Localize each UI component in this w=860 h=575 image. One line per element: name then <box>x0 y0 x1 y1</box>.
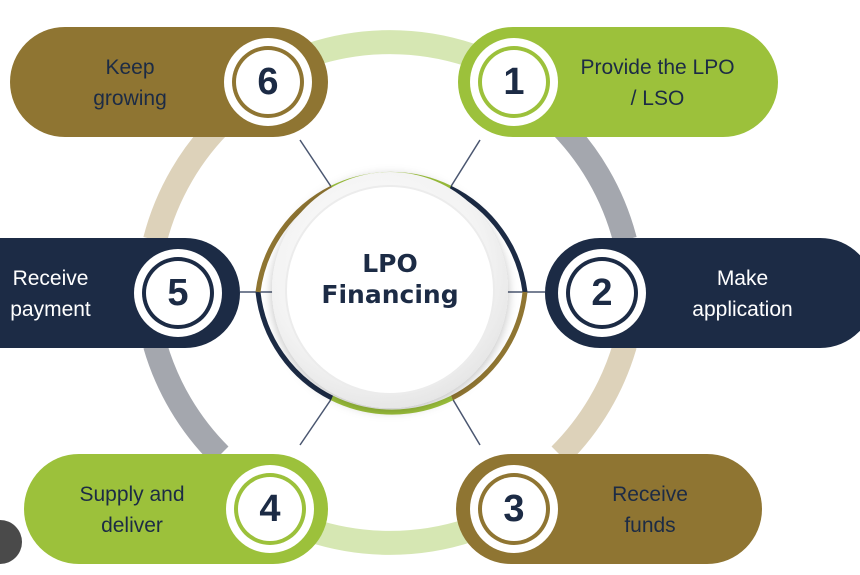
step-6-pill <box>10 27 328 137</box>
ring-segment-top <box>306 30 474 67</box>
step-6-label-line2: growing <box>93 87 167 110</box>
connector-lines <box>240 139 545 446</box>
center-title-line2: Financing <box>321 279 459 309</box>
step-4-label-line2: deliver <box>101 514 163 537</box>
step-2-label-line2: application <box>692 298 793 321</box>
ring-segment-bottom <box>306 518 474 555</box>
step-1-label-line1: Provide the LPO <box>580 56 735 79</box>
ring-segment-bottom-right <box>551 341 637 464</box>
step-4-label: Supply and deliver <box>62 479 202 541</box>
step-5-number: 5 <box>167 272 189 314</box>
step-1-number: 1 <box>503 61 525 103</box>
step-2-number: 2 <box>591 272 613 314</box>
step-5-label: Receive payment <box>0 263 113 325</box>
step-4-label-line1: Supply and <box>79 483 185 506</box>
step-4-pill <box>24 454 328 564</box>
center-title: LPO Financing <box>290 249 490 310</box>
step-5-pill <box>0 238 240 348</box>
step-6-label: Keep growing <box>60 52 200 114</box>
ring-segment-top-left <box>143 111 234 244</box>
step-5-label-line1: Receive <box>12 267 89 290</box>
step-3-number: 3 <box>503 488 525 530</box>
step-2-label: Make application <box>675 263 810 325</box>
step-2-pill <box>545 238 860 348</box>
ring-segment-top-right <box>546 111 637 244</box>
step-2-label-line1: Make <box>716 267 769 290</box>
step-6-label-line1: Keep <box>105 56 155 79</box>
step-3-label-line2: funds <box>624 514 676 537</box>
step-5-label-line2: payment <box>10 298 91 321</box>
step-3-pill <box>456 454 762 564</box>
step-6-number: 6 <box>257 61 279 103</box>
step-4-number: 4 <box>259 488 281 530</box>
step-1-label: Provide the LPO / LSO <box>565 52 750 114</box>
center-title-line1: LPO <box>362 249 418 278</box>
corner-badge-icon <box>0 520 22 564</box>
ring-segment-bottom-left <box>143 341 229 464</box>
step-1-pill <box>458 27 778 137</box>
step-3-label-line1: Receive <box>612 483 688 506</box>
step-1-label-line2: / LSO <box>630 87 685 110</box>
step-3-label: Receive funds <box>585 479 715 541</box>
